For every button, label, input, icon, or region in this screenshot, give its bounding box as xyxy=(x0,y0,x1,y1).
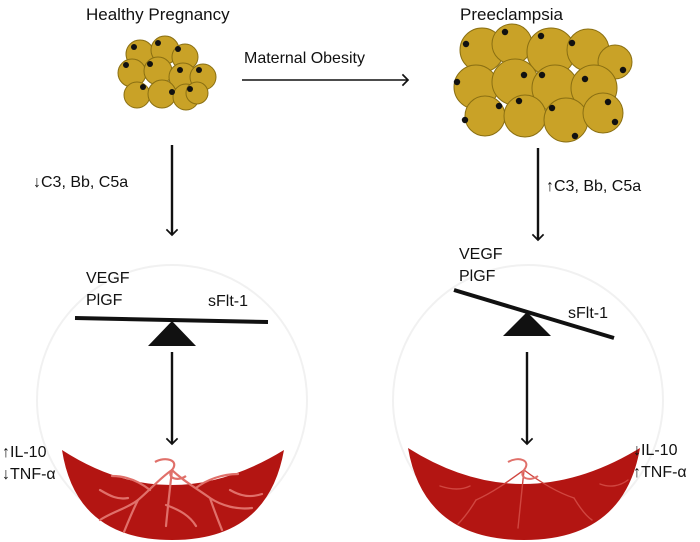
right-cytokine-top: ↓IL-10 xyxy=(633,442,678,459)
placenta-icon xyxy=(62,450,284,540)
maternal-obesity-label: Maternal Obesity xyxy=(244,50,365,67)
right-vegf-label: VEGF xyxy=(459,246,503,263)
right-plgf-label: PlGF xyxy=(459,268,496,285)
left-cytokine-top: ↑IL-10 xyxy=(2,444,47,461)
adipocyte-cluster-icon xyxy=(117,35,217,111)
left-complement-text: ↓C3, Bb, C5a xyxy=(33,174,129,191)
left-vegf-label: VEGF xyxy=(86,270,130,287)
left-cytokine-bottom: ↓TNF-α xyxy=(2,466,56,483)
nucleus-dots-left xyxy=(123,40,202,95)
adipocyte-cluster-icon xyxy=(453,23,633,143)
right-angiogenic-factors: VEGF PlGF xyxy=(459,244,503,288)
left-panel-title: Healthy Pregnancy xyxy=(86,5,230,24)
left-plgf-label: PlGF xyxy=(86,292,123,309)
left-cytokines: ↑IL-10 ↓TNF-α xyxy=(2,442,56,486)
placenta-icon xyxy=(408,448,640,540)
fulcrum-triangle-icon xyxy=(503,312,551,336)
left-sflt-label: sFlt-1 xyxy=(208,293,248,310)
right-panel-title: Preeclampsia xyxy=(460,5,563,24)
balance-beam-right xyxy=(453,288,615,340)
right-sflt-label: sFlt-1 xyxy=(568,305,608,322)
left-angiogenic-factors: VEGF PlGF xyxy=(86,268,130,312)
fulcrum-triangle-icon xyxy=(148,321,196,346)
nucleus-dots-right xyxy=(453,28,627,140)
right-cytokine-bottom: ↑TNF-α xyxy=(633,464,687,481)
balance-beam-left xyxy=(74,316,269,324)
right-complement-text: ↑C3, Bb, C5a xyxy=(546,178,642,195)
right-cytokines: ↓IL-10 ↑TNF-α xyxy=(633,440,687,484)
